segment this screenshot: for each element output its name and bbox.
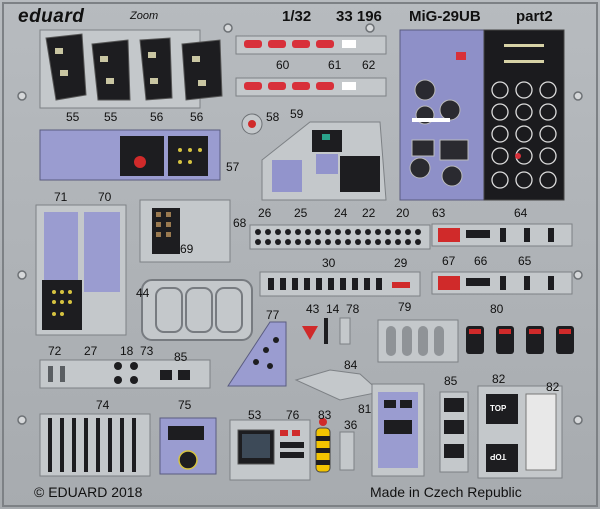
part-number: 73 [140, 344, 154, 358]
part-number: 70 [98, 190, 112, 204]
part-72-85-strip [39, 359, 211, 389]
part-number: 56 [190, 110, 204, 124]
part-number: 85 [444, 374, 458, 388]
part-number: 85 [174, 350, 188, 364]
part-number: 77 [266, 308, 280, 322]
part-label: part2 [516, 8, 553, 25]
part-number: 55 [104, 110, 118, 124]
part-number: 60 [276, 58, 290, 72]
part-number: 43 [306, 302, 320, 316]
part-number: 84 [344, 358, 358, 372]
part-number: 79 [398, 300, 412, 314]
part-number: 36 [344, 418, 358, 432]
part-59-console [261, 121, 387, 201]
part-number: 68 [233, 216, 247, 230]
decal-top-inverted: TOP [490, 452, 507, 461]
part-20-26-strip [249, 224, 431, 250]
part-79-strip [377, 319, 459, 363]
scale-label: 1/32 [282, 8, 312, 25]
part-number: 61 [328, 58, 342, 72]
part-number: 66 [474, 254, 488, 268]
part-number: 64 [514, 206, 528, 220]
part-number: 14 [326, 302, 340, 316]
part-65-67-strip [431, 271, 573, 295]
part-number: 67 [442, 254, 456, 268]
set-number: 33 196 [336, 8, 382, 25]
part-53-76-panel [229, 419, 311, 481]
part-number: 26 [258, 206, 272, 220]
part-number: 69 [180, 242, 194, 256]
part-58 [241, 113, 263, 135]
part-number: 27 [84, 344, 98, 358]
part-43-14-78 [302, 317, 351, 345]
part-69-panel [139, 199, 231, 263]
part-75-panel [159, 417, 217, 475]
part-29-30-strip [259, 271, 421, 297]
part-number: 30 [322, 256, 336, 270]
part-number: 82 [492, 372, 506, 386]
copyright: © EDUARD 2018 [34, 484, 143, 500]
model-name: MiG-29UB [409, 8, 481, 25]
part-81-panel [371, 383, 425, 477]
part-number: 65 [518, 254, 532, 268]
part-number: 22 [362, 206, 376, 220]
part-number: 72 [48, 344, 62, 358]
part-number: 71 [54, 190, 68, 204]
made-in: Made in Czech Republic [370, 484, 522, 500]
part-number: 74 [96, 398, 110, 412]
main-instrument-panel [399, 29, 565, 201]
part-number: 81 [358, 402, 372, 416]
part-number: 44 [136, 286, 150, 300]
part-57-panel [39, 129, 221, 181]
part-number: 57 [226, 160, 240, 174]
part-36 [339, 431, 355, 471]
part-number: 20 [396, 206, 410, 220]
part-number: 62 [362, 58, 376, 72]
part-number: 24 [334, 206, 348, 220]
part-number: 80 [490, 302, 504, 316]
part-82-panels [477, 385, 563, 479]
part-number: 25 [294, 206, 308, 220]
part-number: 55 [66, 110, 80, 124]
part-number: 75 [178, 398, 192, 412]
part-80-handles [466, 326, 574, 354]
part-number: 63 [432, 206, 446, 220]
part-60-62-lamps [235, 35, 387, 97]
decal-top: TOP [490, 404, 507, 413]
part-84 [294, 369, 382, 401]
part-63-64-strip [431, 223, 573, 247]
part-number: 58 [266, 110, 280, 124]
part-83-warning [315, 418, 331, 473]
part-55-56-panels [39, 29, 223, 109]
part-number: 78 [346, 302, 360, 316]
part-number: 53 [248, 408, 262, 422]
part-number: 56 [150, 110, 164, 124]
part-number: 82 [546, 380, 560, 394]
part-number: 29 [394, 256, 408, 270]
part-number: 83 [318, 408, 332, 422]
part-77-panel [227, 321, 287, 387]
part-44 [141, 279, 253, 341]
part-70-71-panel [35, 204, 127, 336]
zoom-logo: Zoom [130, 10, 159, 22]
part-number: 59 [290, 107, 304, 121]
brand-logo: eduard [18, 6, 85, 27]
part-number: 76 [286, 408, 300, 422]
mounting-holes [17, 23, 583, 425]
part-number: 18 [120, 344, 134, 358]
part-74-switches [39, 413, 151, 477]
part-85-right [439, 391, 469, 473]
